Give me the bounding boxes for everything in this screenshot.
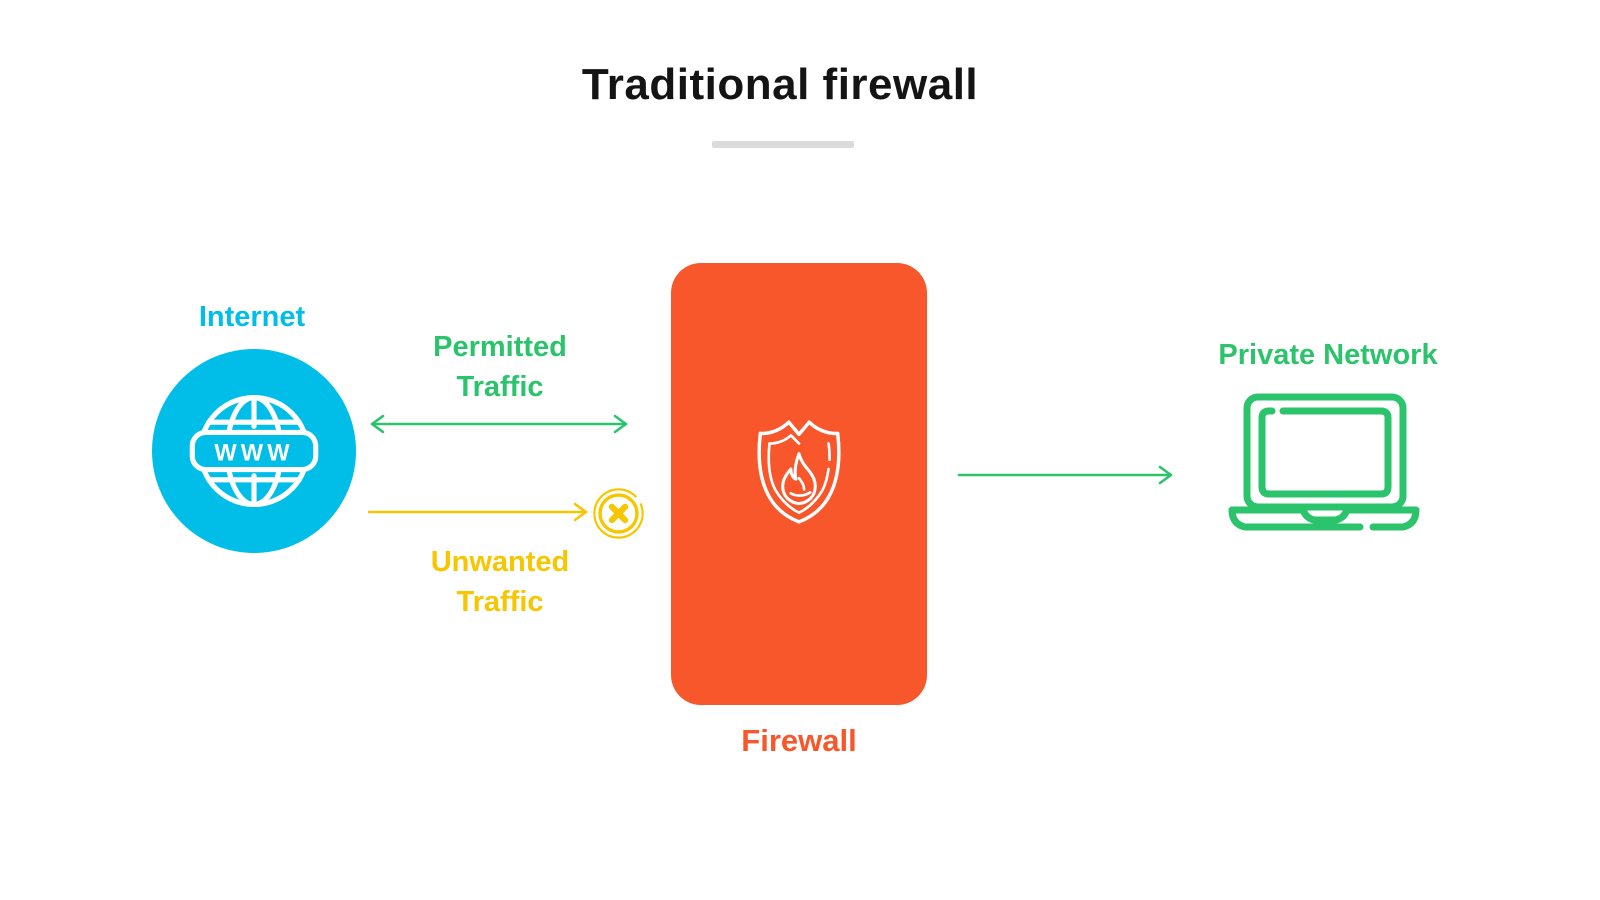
internet-label: Internet [198,301,306,333]
internet-node: WWW [152,349,356,553]
www-globe-icon: WWW [189,394,319,508]
unwanted-traffic-arrow [368,502,588,522]
firewall-label: Firewall [741,723,857,758]
permitted-traffic-label: Permitted Traffic [433,331,567,403]
laptop-icon [1228,393,1420,531]
title-underline [712,141,854,148]
firewall-node [671,263,927,705]
blocked-x-icon [593,488,644,539]
permitted-traffic-arrow [370,414,628,434]
private-network-label: Private Network [1218,339,1438,371]
globe-www-text: WWW [214,440,293,466]
outbound-traffic-arrow [957,465,1173,485]
fire-shield-icon [757,420,841,524]
unwanted-traffic-label: Unwanted Traffic [430,546,570,618]
page-title: Traditional firewall [581,60,979,109]
